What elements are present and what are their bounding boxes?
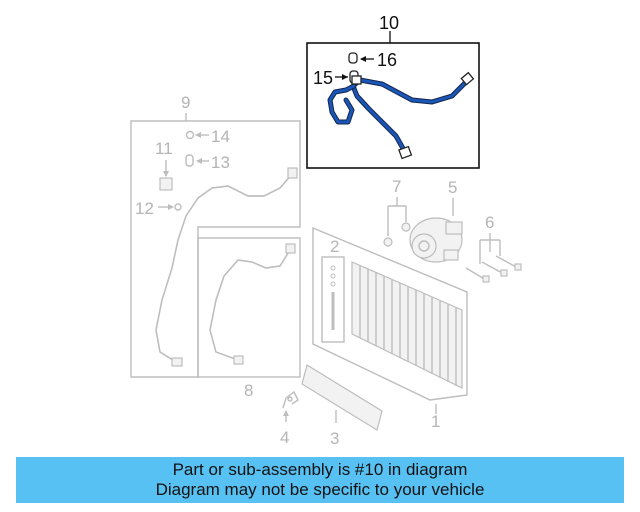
banner-line-2: Diagram may not be specific to your vehi… (155, 480, 485, 499)
hose-assembly-10 (327, 71, 475, 160)
part-6-group[interactable]: 6 (465, 213, 522, 283)
callout-11: 11 (155, 139, 173, 158)
callout-6: 6 (485, 213, 494, 232)
part-10-box (306, 42, 480, 169)
callout-4: 4 (280, 428, 289, 447)
part-8-outline (197, 237, 301, 378)
part-4-group[interactable]: 4 (280, 390, 299, 447)
callout-1: 1 (431, 412, 440, 431)
callout-8: 8 (244, 381, 253, 400)
callout-7: 7 (392, 177, 401, 196)
part-3-seal (301, 364, 383, 431)
part-9-group[interactable]: 9 14 11 13 12 (130, 93, 301, 378)
condenser-outline (312, 226, 468, 401)
callout-10: 10 (379, 13, 399, 33)
part-9-outline (130, 120, 301, 378)
callout-2: 2 (330, 237, 339, 256)
part-7-group[interactable]: 7 (383, 177, 411, 247)
bolts (465, 255, 519, 281)
callout-16: 16 (377, 50, 397, 70)
callout-15: 15 (313, 68, 333, 88)
part-9-hose (155, 173, 293, 363)
part-3-group[interactable]: 3 (301, 364, 383, 448)
callout-3: 3 (330, 429, 339, 448)
info-banner: Part or sub-assembly is #10 in diagram D… (16, 457, 624, 503)
part-8-group[interactable]: 8 (197, 237, 301, 400)
part-4-bracket (282, 390, 299, 409)
banner-line-1: Part or sub-assembly is #10 in diagram (172, 460, 468, 479)
callout-13: 13 (211, 153, 230, 172)
part-10-group[interactable]: 10 16 15 (306, 13, 480, 169)
callout-12: 12 (135, 199, 154, 218)
part-1-group[interactable]: 1 (312, 226, 468, 431)
callout-14: 14 (211, 127, 230, 146)
condenser-core (351, 261, 463, 389)
part-2-group[interactable]: 2 (330, 237, 339, 256)
callout-9: 9 (181, 93, 190, 112)
callout-5: 5 (448, 178, 457, 197)
compressor (409, 217, 463, 263)
part-16-fitting: 16 (348, 50, 397, 70)
part-5-group[interactable]: 5 (409, 178, 463, 263)
